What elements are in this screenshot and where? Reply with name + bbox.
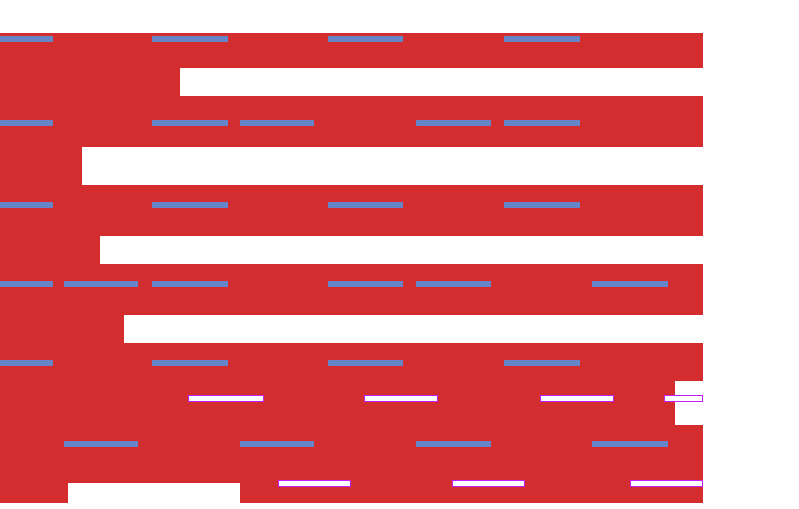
text-line-r2-c3 [240, 120, 314, 126]
link-bar-r2-c3[interactable] [630, 480, 703, 487]
text-line-r4-c4 [328, 281, 403, 287]
text-line-r5-c3 [328, 360, 403, 366]
text-line-r3-c4 [504, 202, 580, 208]
redaction-block-12 [0, 483, 68, 503]
text-line-r2-c4 [416, 120, 491, 126]
redaction-block-3 [0, 96, 703, 147]
text-line-r1-c4 [504, 36, 580, 42]
link-bar-r2-c2[interactable] [452, 480, 525, 487]
redaction-block-4 [0, 147, 82, 185]
link-bar-r1-c2[interactable] [364, 395, 438, 402]
text-line-r1-c3 [328, 36, 403, 42]
link-bar-r1-c1[interactable] [188, 395, 264, 402]
text-line-r3-c1 [0, 202, 53, 208]
text-line-r6-c1 [64, 441, 138, 447]
redaction-block-11 [0, 425, 703, 483]
redaction-block-13 [240, 483, 703, 503]
text-line-r3-c3 [328, 202, 403, 208]
text-line-r2-c1 [0, 120, 53, 126]
text-line-r5-c2 [152, 360, 228, 366]
text-line-r4-c3 [152, 281, 228, 287]
redaction-block-10 [0, 381, 675, 425]
text-line-r1-c1 [0, 36, 53, 42]
text-line-r2-c2 [152, 120, 228, 126]
text-line-r4-c1 [0, 281, 53, 287]
link-bar-r2-c1[interactable] [278, 480, 351, 487]
text-line-r4-c6 [592, 281, 668, 287]
text-line-r4-c5 [416, 281, 491, 287]
text-line-r5-c1 [0, 360, 53, 366]
redaction-block-8 [0, 315, 124, 343]
text-line-r6-c4 [592, 441, 668, 447]
text-line-r3-c2 [152, 202, 228, 208]
text-line-r4-c2 [64, 281, 138, 287]
text-line-r2-c5 [504, 120, 580, 126]
text-line-r6-c3 [416, 441, 491, 447]
link-bar-r1-c4[interactable] [664, 395, 703, 402]
text-line-r1-c2 [152, 36, 228, 42]
text-line-r6-c2 [240, 441, 314, 447]
text-line-r5-c4 [504, 360, 580, 366]
redaction-block-5 [0, 185, 703, 236]
redaction-block-6 [0, 236, 100, 264]
redaction-block-2 [0, 68, 180, 96]
link-bar-r1-c3[interactable] [540, 395, 614, 402]
redaction-block-7 [0, 264, 703, 315]
